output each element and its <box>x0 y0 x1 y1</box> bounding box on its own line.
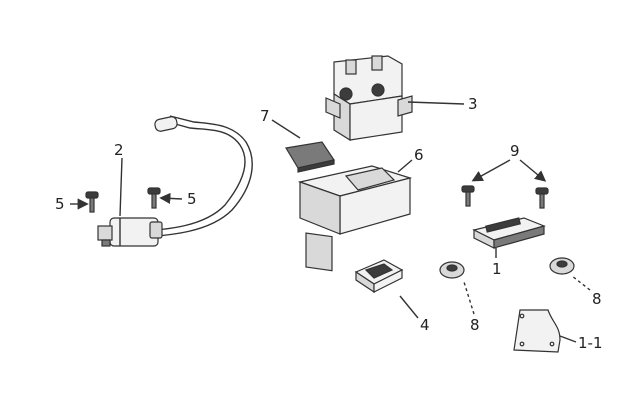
callout-5-right: 5 <box>187 190 197 208</box>
callout-1-1: 1-1 <box>578 334 603 352</box>
leader-2 <box>119 157 123 217</box>
callout-9: 9 <box>510 142 520 160</box>
callout-8-bottom: 8 <box>470 316 480 334</box>
leader-9-right <box>519 159 547 182</box>
module-part <box>472 217 546 249</box>
screw-9-left <box>461 185 475 207</box>
screw-9-right <box>535 187 549 209</box>
screw-right <box>147 187 161 209</box>
control-unit-part <box>297 165 413 272</box>
screw-left <box>85 191 99 213</box>
callout-4: 4 <box>420 316 430 334</box>
leader-5-right <box>159 192 183 205</box>
leader-8-right <box>571 275 591 291</box>
leader-6 <box>397 159 413 173</box>
leader-lines <box>70 101 591 343</box>
bracket-plate-part <box>513 309 561 353</box>
leader-8-bottom <box>463 281 475 315</box>
callout-1: 1 <box>492 260 502 278</box>
grommet-right <box>549 257 575 275</box>
leader-9-left <box>471 159 511 182</box>
callout-7: 7 <box>260 107 270 125</box>
grommet-bottom <box>439 261 465 279</box>
starter-relay-part <box>325 55 413 142</box>
callout-6: 6 <box>414 146 424 164</box>
rubber-cover-part <box>354 259 404 294</box>
leader-3 <box>407 101 465 105</box>
fuse-pad-part <box>285 141 335 173</box>
leader-4 <box>399 295 419 319</box>
leader-1-1 <box>559 335 577 343</box>
callout-2: 2 <box>114 141 124 159</box>
ignition-coil-part <box>97 115 253 247</box>
callout-3: 3 <box>468 95 478 113</box>
callout-5-left: 5 <box>55 195 65 213</box>
leader-7 <box>271 119 301 139</box>
callout-8-right: 8 <box>592 290 602 308</box>
